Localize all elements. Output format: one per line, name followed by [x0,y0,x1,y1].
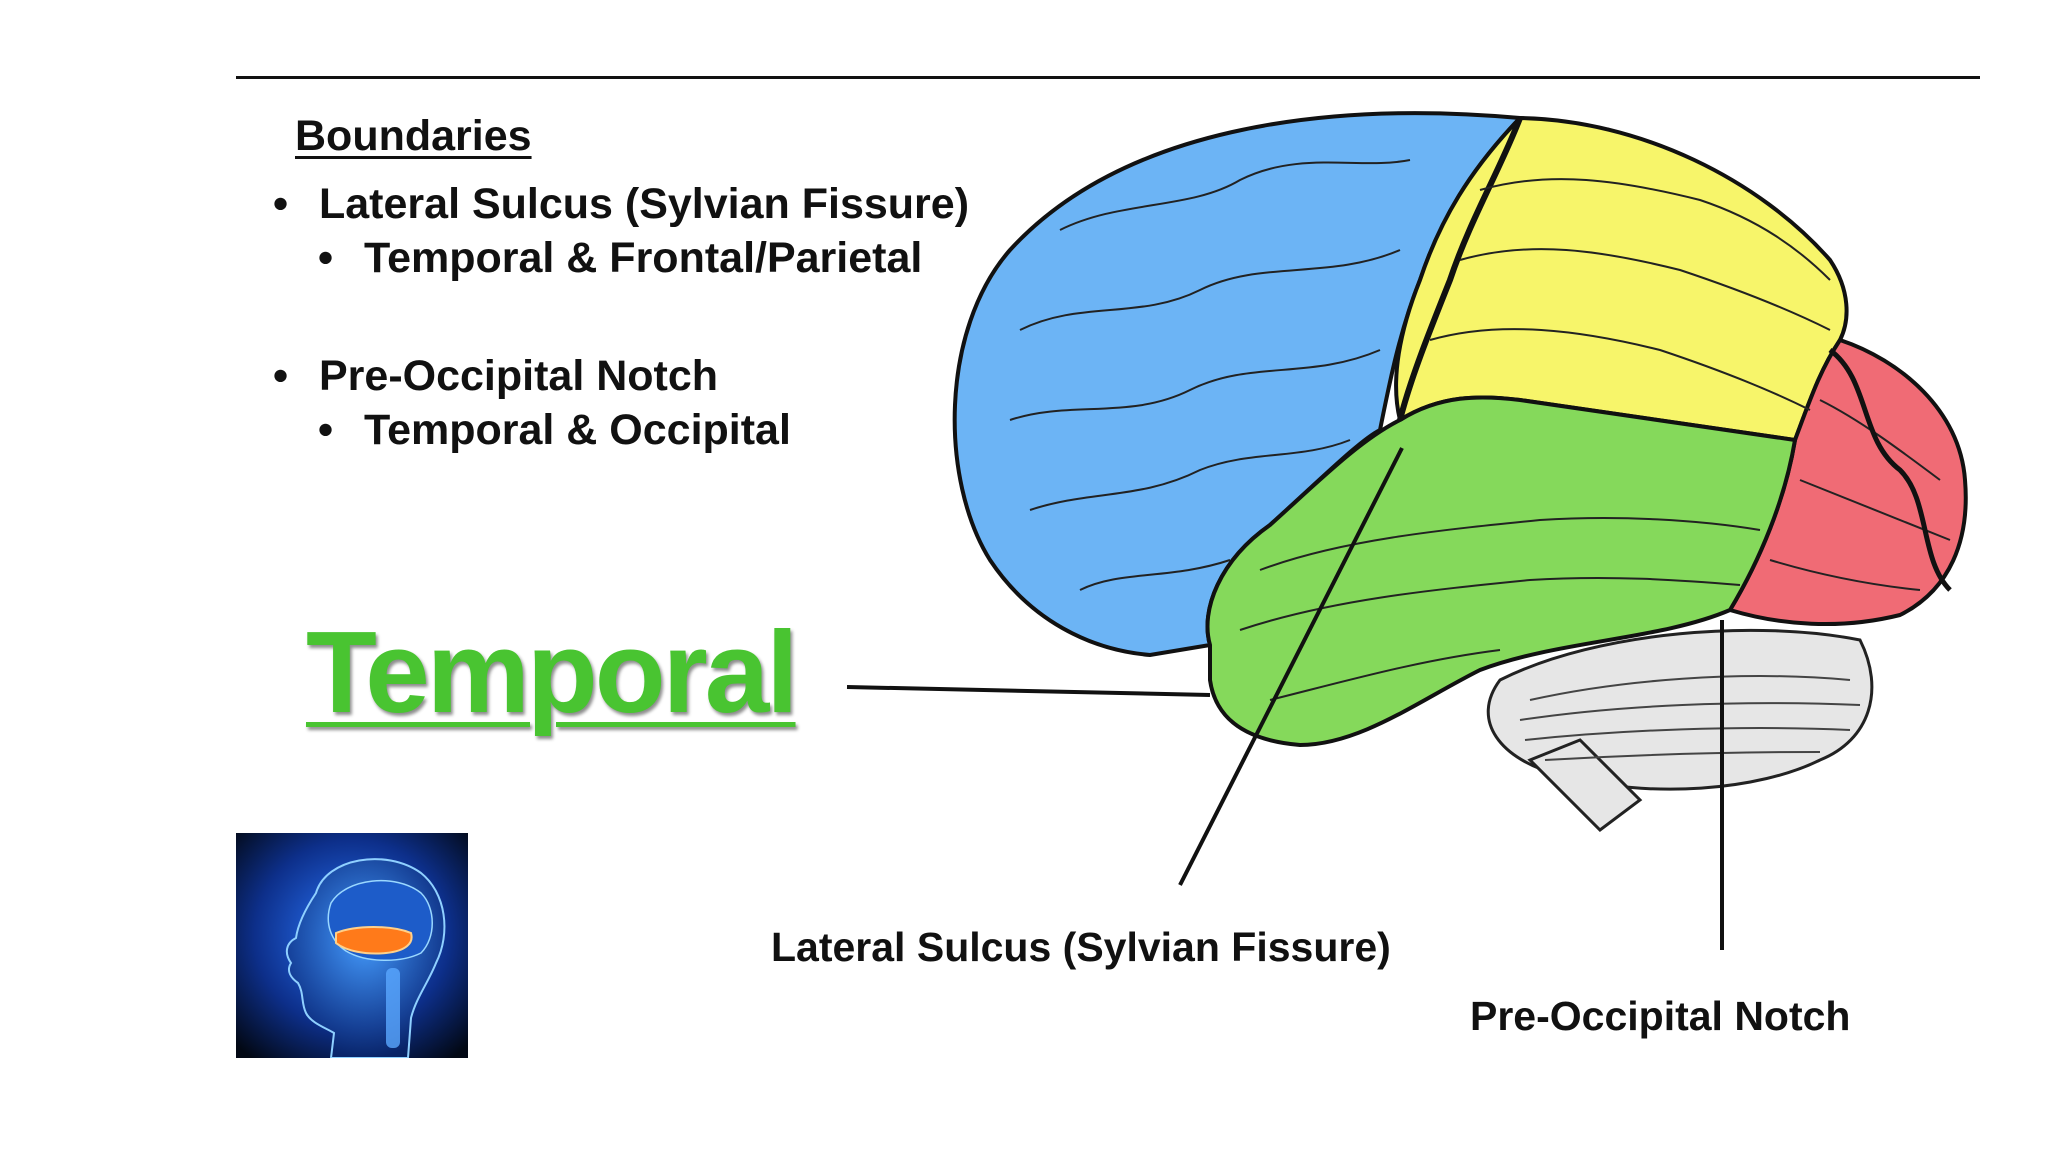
subbullet-text: Temporal & Frontal/Parietal [364,234,923,282]
temporal-lobe [1205,395,1798,748]
subbullet-temporal-frontal-parietal: • Temporal & Frontal/Parietal [318,234,922,283]
occipital-fissure [1828,348,1952,592]
frontal-gyri [1009,159,1411,591]
bullet-dot: • [273,180,289,228]
bullet-lateral-sulcus: • Lateral Sulcus (Sylvian Fissure) [273,180,969,229]
bullet-text: Pre-Occipital Notch [319,352,719,400]
brain-temporal-lobe-head-icon [236,833,468,1058]
parietotemporal-border [1519,398,1796,442]
central-sulcus [1397,116,1523,421]
lateral-sulcus-callout: Lateral Sulcus (Sylvian Fissure) [771,924,1391,970]
bullet-dot: • [318,234,334,282]
bullet-dot: • [318,406,334,454]
lateral-sulcus-leader-line [1178,447,1404,886]
title-divider [236,76,1980,79]
boundaries-heading: Boundaries [295,112,532,160]
brainstem [1527,738,1643,832]
parietal-gyri [1429,178,1831,411]
bullet-dot: • [273,352,289,400]
temporal-lobe-label: Temporal [306,607,799,737]
occipital-gyri [1769,399,1951,591]
preoccipital-notch-callout: Pre-Occipital Notch [1470,993,1851,1039]
cerebellum-folia [1519,675,1861,761]
bullet-preoccipital-notch: • Pre-Occipital Notch [273,352,718,401]
bullet-text: Lateral Sulcus (Sylvian Fissure) [319,180,970,228]
subbullet-temporal-occipital: • Temporal & Occipital [318,406,791,455]
temporal-leader-line [846,685,1211,697]
subbullet-text: Temporal & Occipital [364,406,791,454]
